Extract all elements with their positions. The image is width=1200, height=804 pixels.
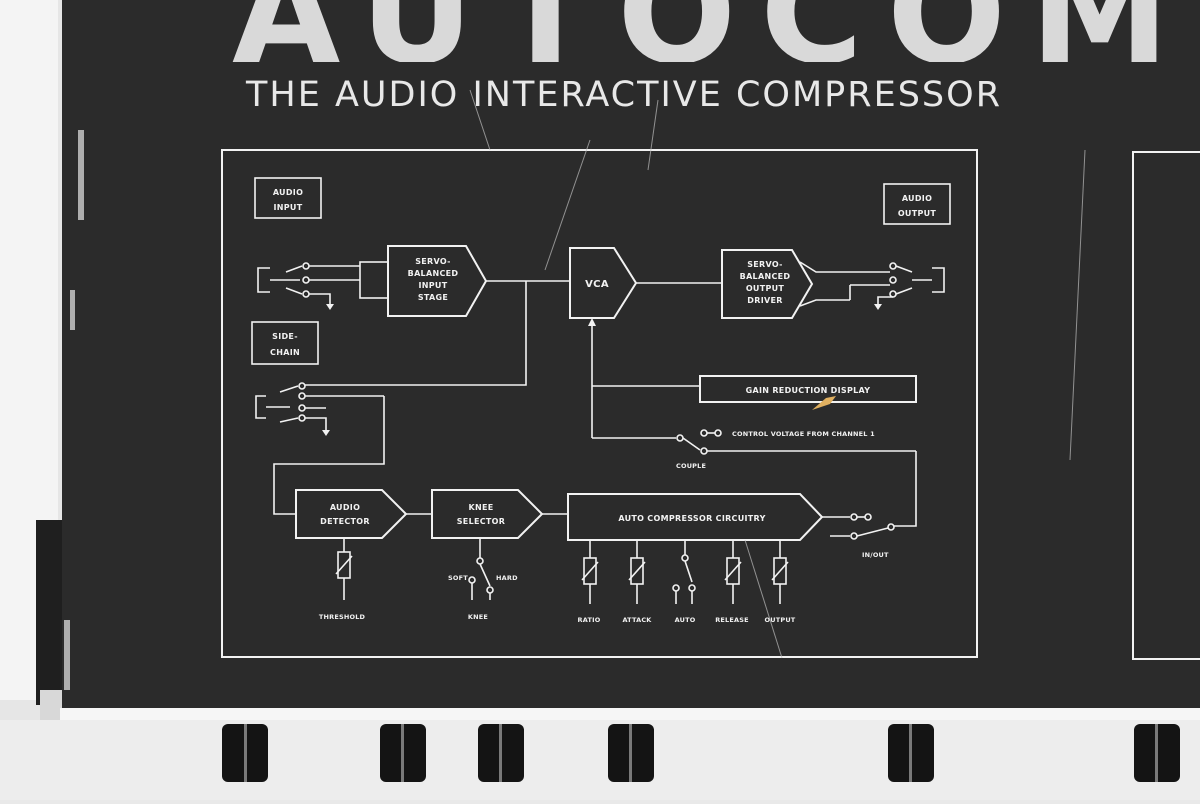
output-driver-block: SERVO- BALANCED OUTPUT DRIVER: [721, 249, 814, 319]
output-jack-symbol: [799, 261, 945, 310]
svg-text:AUDIO: AUDIO: [273, 188, 303, 197]
svg-text:OUTPUT: OUTPUT: [765, 616, 796, 624]
auto-switch: AUTO: [672, 540, 696, 624]
vca-block: VCA: [569, 247, 638, 319]
brand-tagline: THE AUDIO INTERACTIVE COMPRESSOR: [245, 75, 1002, 115]
knob-row: [222, 724, 1180, 782]
brand-logo: AUTOCOM: [232, 0, 1193, 96]
knee-selector-block: KNEE SELECTOR: [431, 489, 544, 539]
svg-text:KNEE: KNEE: [468, 503, 493, 512]
svg-text:VCA: VCA: [585, 279, 609, 290]
svg-text:KNEE: KNEE: [468, 613, 488, 621]
audio-output-label: AUDIO OUTPUT: [883, 183, 951, 225]
svg-text:CHAIN: CHAIN: [270, 348, 300, 357]
release-pot: RELEASE: [715, 540, 749, 624]
input-stage-block: SERVO- BALANCED INPUT STAGE: [387, 245, 488, 317]
attack-pot: ATTACK: [622, 540, 652, 624]
svg-text:OUTPUT: OUTPUT: [746, 284, 785, 293]
couple-switch: CONTROL VOLTAGE FROM CHANNEL 1 COUPLE: [592, 429, 916, 470]
svg-text:DETECTOR: DETECTOR: [320, 517, 370, 526]
diagram-frame: [221, 149, 978, 658]
in-out-switch: IN/OUT: [822, 513, 895, 559]
output-pot: OUTPUT: [765, 540, 796, 624]
svg-text:SIDE-: SIDE-: [272, 332, 298, 341]
svg-text:STAGE: STAGE: [418, 293, 448, 302]
svg-text:RATIO: RATIO: [578, 616, 601, 624]
audio-detector-block: AUDIO DETECTOR: [295, 489, 408, 539]
svg-text:HARD: HARD: [496, 574, 518, 582]
ratio-pot: RATIO: [578, 540, 601, 624]
svg-text:INPUT: INPUT: [419, 281, 448, 290]
auto-compressor-block: AUTO COMPRESSOR CIRCUITRY: [567, 493, 824, 541]
svg-text:BALANCED: BALANCED: [408, 269, 459, 278]
svg-text:IN/OUT: IN/OUT: [862, 551, 889, 559]
svg-text:SOFT: SOFT: [448, 574, 468, 582]
svg-text:AUDIO: AUDIO: [902, 194, 932, 203]
panel-scratches: [469, 89, 1086, 659]
threshold-pot: THRESHOLD: [319, 538, 366, 621]
side-chain-jack: [255, 382, 385, 515]
svg-text:THRESHOLD: THRESHOLD: [319, 613, 366, 621]
knee-switch: SOFT HARD KNEE: [448, 538, 518, 621]
svg-text:BALANCED: BALANCED: [740, 272, 791, 281]
svg-text:SELECTOR: SELECTOR: [457, 517, 505, 526]
gain-reduction-display: GAIN REDUCTION DISPLAY: [699, 375, 917, 403]
side-chain-label: SIDE- CHAIN: [251, 321, 319, 365]
svg-text:SERVO-: SERVO-: [415, 257, 451, 266]
input-jack-symbol: [257, 261, 389, 310]
svg-text:DRIVER: DRIVER: [747, 296, 782, 305]
svg-text:SERVO-: SERVO-: [747, 260, 783, 269]
svg-text:AUDIO: AUDIO: [330, 503, 360, 512]
svg-text:OUTPUT: OUTPUT: [898, 209, 937, 218]
svg-text:INPUT: INPUT: [274, 203, 303, 212]
panel-wear: [64, 130, 84, 690]
channel-2-frame: [1132, 151, 1200, 660]
svg-text:CONTROL VOLTAGE FROM CHANNEL 1: CONTROL VOLTAGE FROM CHANNEL 1: [732, 430, 875, 438]
svg-text:AUTO COMPRESSOR CIRCUITRY: AUTO COMPRESSOR CIRCUITRY: [618, 514, 765, 523]
svg-text:ATTACK: ATTACK: [622, 616, 652, 624]
audio-input-label: AUDIO INPUT: [254, 177, 322, 219]
svg-text:GAIN REDUCTION DISPLAY: GAIN REDUCTION DISPLAY: [746, 386, 871, 395]
svg-text:AUTO: AUTO: [675, 616, 696, 624]
svg-text:COUPLE: COUPLE: [676, 462, 706, 470]
svg-text:RELEASE: RELEASE: [715, 616, 749, 624]
